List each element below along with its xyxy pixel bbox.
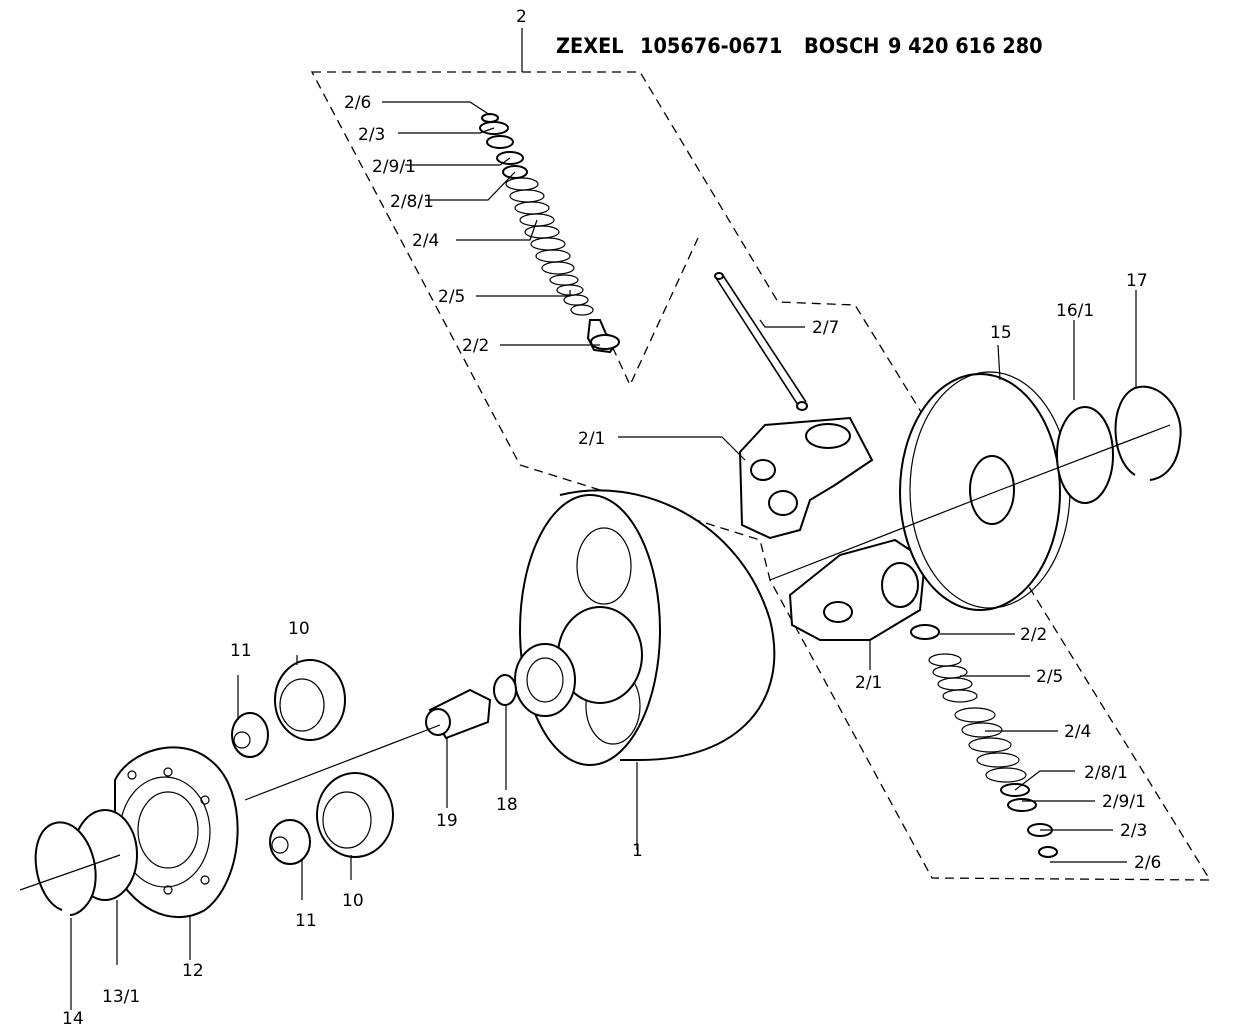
- axis-line: [769, 489, 1001, 581]
- wheel-10-lower: [316, 772, 394, 858]
- roller-11-upper: [231, 712, 269, 758]
- label-10-upper: 10: [288, 619, 310, 639]
- label-2-8-1-upper: 2/8/1: [390, 192, 434, 212]
- label-19: 19: [436, 811, 458, 831]
- upper-bracket: [738, 416, 874, 540]
- label-11-lower: 11: [295, 911, 317, 931]
- label-11-upper: 11: [230, 641, 252, 661]
- label-2-6-upper: 2/6: [344, 93, 371, 113]
- ring-18: [493, 674, 517, 706]
- label-2: 2: [516, 7, 527, 27]
- rod-2-7: [714, 272, 808, 411]
- label-1: 1: [632, 841, 643, 861]
- axis-line: [999, 424, 1171, 491]
- axis-line: [244, 724, 441, 801]
- label-2-2-upper: 2/2: [462, 336, 489, 356]
- wheel-10-upper: [274, 659, 346, 741]
- label-2-4-lower: 2/4: [1064, 722, 1091, 742]
- main-drum: [514, 489, 776, 766]
- label-10-lower: 10: [342, 891, 364, 911]
- label-16-1: 16/1: [1056, 301, 1094, 321]
- header-maker-zexel: ZEXEL: [556, 34, 624, 58]
- label-15: 15: [990, 323, 1012, 343]
- roller-11-lower: [269, 819, 311, 865]
- axis-line: [19, 854, 121, 891]
- label-2-8-1-lower: 2/8/1: [1084, 763, 1128, 783]
- circlip-14: [34, 821, 97, 916]
- label-2-6-lower: 2/6: [1134, 853, 1161, 873]
- leader-lines: [70, 101, 1137, 1010]
- header-part-number-bosch: 9 420 616 280: [888, 34, 1043, 58]
- label-2-3-lower: 2/3: [1120, 821, 1147, 841]
- label-2-7: 2/7: [812, 318, 839, 338]
- ring-16-1: [1056, 406, 1114, 504]
- label-2-1-lower: 2/1: [855, 673, 882, 693]
- header-maker-bosch: BOSCH: [804, 34, 880, 58]
- flange-12: [114, 746, 239, 919]
- label-2-1-upper: 2/1: [578, 429, 605, 449]
- label-2-9-1-upper: 2/9/1: [372, 157, 416, 177]
- label-2-3-upper: 2/3: [358, 125, 385, 145]
- label-14: 14: [62, 1009, 84, 1029]
- header-part-number-zexel: 105676-0671: [640, 34, 783, 58]
- label-2-2-lower: 2/2: [1020, 625, 1047, 645]
- label-18: 18: [496, 795, 518, 815]
- upper-spring: [505, 177, 594, 316]
- lower-bracket: [788, 538, 927, 641]
- label-2-5-lower: 2/5: [1036, 667, 1063, 687]
- upper-valve-stack: [479, 113, 620, 354]
- assembly-2-notch: [599, 237, 699, 387]
- label-2-5-upper: 2/5: [438, 287, 465, 307]
- disc-15: [899, 371, 1071, 611]
- label-17: 17: [1126, 271, 1148, 291]
- lower-valve-stack: [910, 624, 1058, 858]
- label-13-1: 13/1: [102, 987, 140, 1007]
- label-2-4-upper: 2/4: [412, 231, 439, 251]
- label-2-9-1-lower: 2/9/1: [1102, 792, 1146, 812]
- sleeve-19: [425, 688, 492, 740]
- label-12: 12: [182, 961, 204, 981]
